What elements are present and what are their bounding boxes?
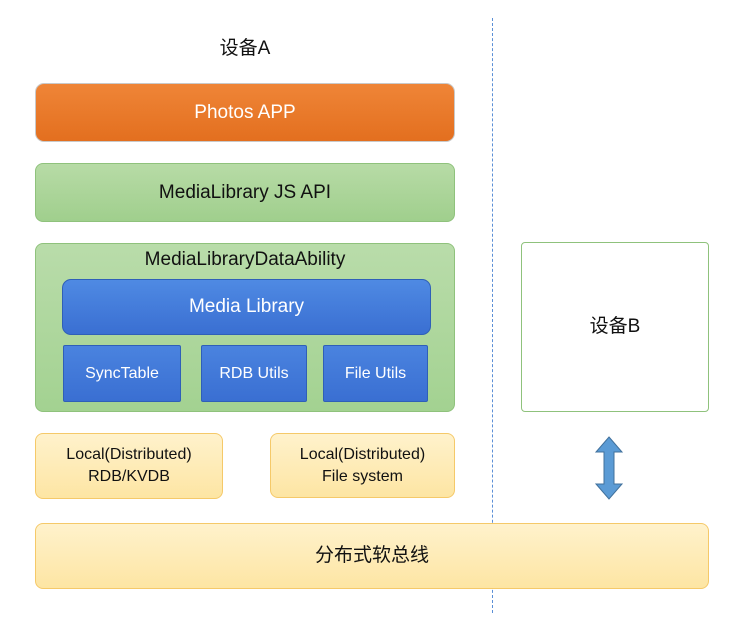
data-ability-label: MediaLibraryDataAbility [144, 249, 346, 271]
device-divider-line [492, 18, 493, 613]
local-rdb-line2: RDB/KVDB [88, 468, 170, 485]
media-library-module: Media Library [62, 279, 431, 335]
bidirectional-arrow-icon [594, 436, 624, 500]
photos-app-layer: Photos APP [35, 83, 455, 142]
device-a-title: 设备A [219, 38, 271, 60]
medialibrary-js-api-layer: MediaLibrary JS API [35, 163, 455, 222]
local-rdb-kvdb-box: Local(Distributed) RDB/KVDB [35, 433, 223, 499]
device-b-box: 设备B [521, 242, 709, 412]
rdb-utils-module: RDB Utils [201, 345, 307, 402]
local-fs-line2: File system [322, 467, 403, 485]
local-rdb-line1: Local(Distributed) [66, 446, 192, 464]
distributed-softbus-bar: 分布式软总线 [35, 523, 709, 589]
device-b-title: 设备B [589, 316, 641, 338]
local-fs-line1: Local(Distributed) [299, 445, 426, 463]
file-utils-module: File Utils [323, 345, 428, 402]
local-file-system-box: Local(Distributed) File system [270, 433, 455, 498]
synctable-module: SyncTable [63, 345, 181, 402]
